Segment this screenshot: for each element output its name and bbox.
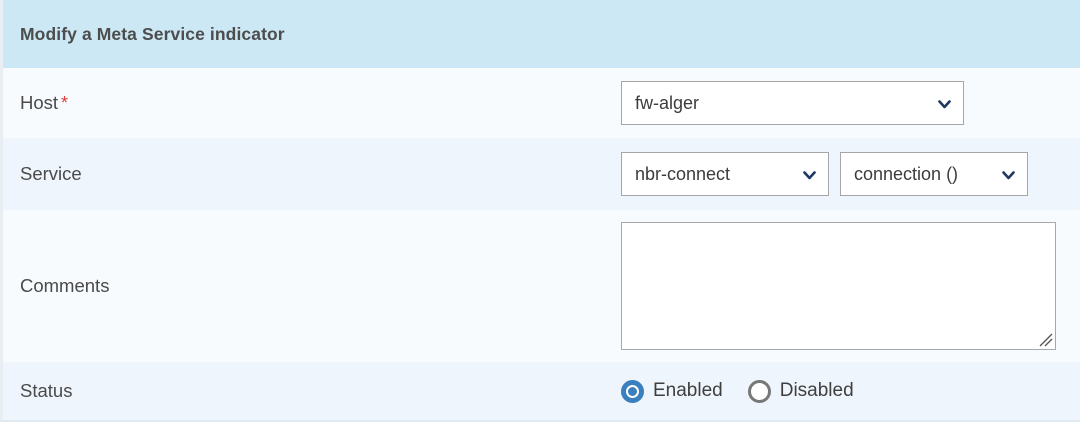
host-label: Host*	[20, 92, 621, 114]
chevron-down-icon	[803, 169, 816, 182]
host-select[interactable]: fw-alger	[621, 81, 964, 125]
comments-label-text: Comments	[20, 275, 110, 296]
comments-label: Comments	[20, 275, 621, 297]
required-asterisk: *	[61, 93, 69, 113]
service-label: Service	[20, 163, 621, 185]
status-field: Enabled Disabled	[621, 379, 1080, 403]
chevron-down-icon	[1002, 169, 1015, 182]
form-row-status: Status Enabled Disabled	[3, 362, 1080, 420]
service-label-text: Service	[20, 163, 82, 184]
service-select-value: nbr-connect	[635, 163, 731, 184]
status-radio-group: Enabled Disabled	[621, 379, 879, 403]
comments-field	[621, 222, 1080, 350]
panel-header: Modify a Meta Service indicator	[3, 0, 1080, 68]
page-title: Modify a Meta Service indicator	[20, 23, 285, 44]
status-option-disabled[interactable]: Disabled	[747, 379, 854, 403]
service-select[interactable]: nbr-connect	[621, 152, 829, 196]
form-row-host: Host* fw-alger	[3, 68, 1080, 138]
status-label: Status	[20, 380, 621, 402]
metric-select[interactable]: connection ()	[840, 152, 1028, 196]
radio-unselected-icon[interactable]	[747, 379, 771, 403]
status-option-enabled-label: Enabled	[653, 380, 723, 401]
service-field: nbr-connect connection ()	[621, 152, 1080, 196]
radio-selected-icon[interactable]	[621, 379, 644, 403]
host-select-value: fw-alger	[635, 92, 700, 113]
host-label-text: Host	[20, 92, 59, 113]
status-label-text: Status	[20, 380, 73, 401]
chevron-down-icon	[938, 98, 951, 111]
resize-handle-icon[interactable]	[1039, 333, 1053, 347]
status-option-enabled[interactable]: Enabled	[621, 379, 723, 403]
comments-textarea[interactable]	[621, 222, 1056, 350]
metric-select-value: connection ()	[854, 163, 959, 184]
form-row-service: Service nbr-connect connection ()	[3, 138, 1080, 210]
form-row-comments: Comments	[3, 210, 1080, 362]
status-option-disabled-label: Disabled	[779, 380, 854, 401]
host-field: fw-alger	[621, 81, 1080, 125]
